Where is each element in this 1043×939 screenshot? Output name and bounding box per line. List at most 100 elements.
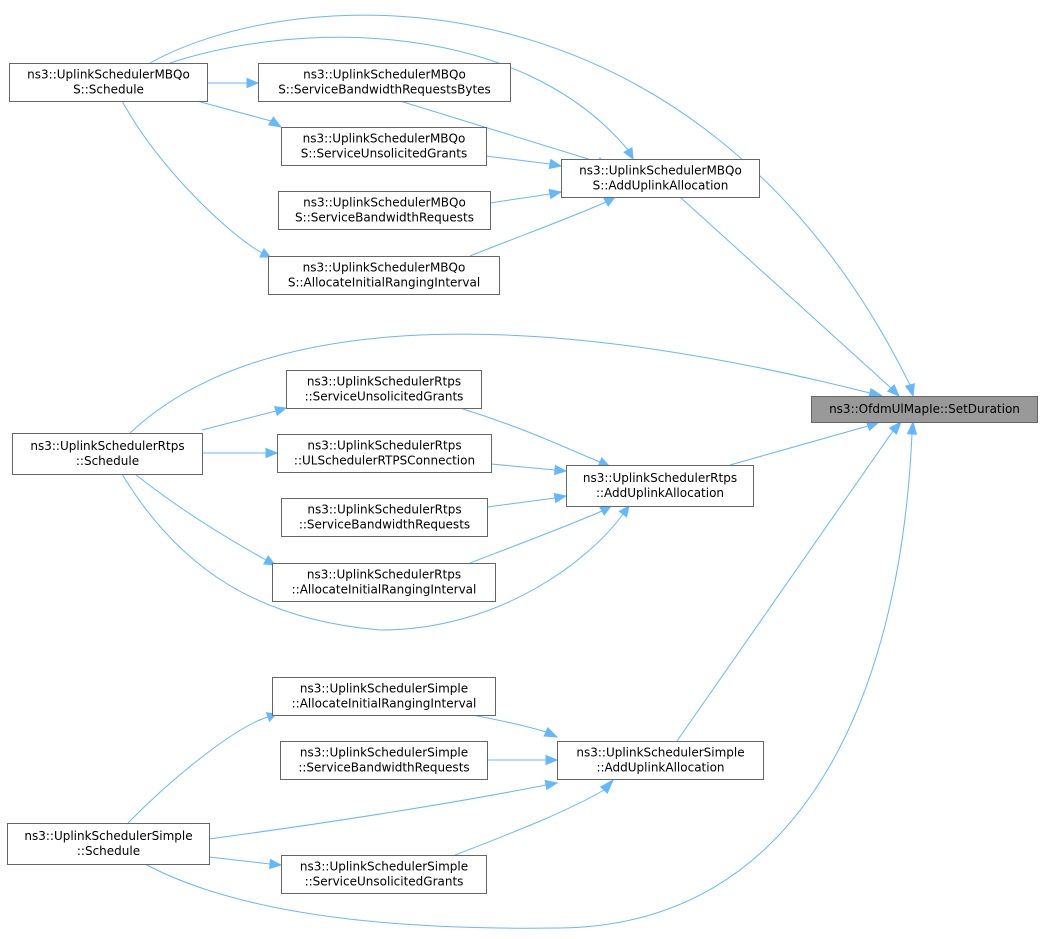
node-box [9,63,208,102]
node-rtps_aua[interactable]: ns3::UplinkSchedulerRtps::AddUplinkAlloc… [566,465,754,507]
edge-line [121,473,624,631]
node-label-line: ns3::UplinkSchedulerMBQo [303,68,466,82]
edge-arrowhead [548,188,563,200]
node-box [281,855,487,894]
edge-simple_sug-to-simple_aua [454,778,615,856]
edge-line [399,100,599,163]
node-box [557,741,764,780]
node-rtps_ulc[interactable]: ns3::UplinkSchedulerRtps::ULSchedulerRTP… [277,434,492,473]
node-rtps_sug[interactable]: ns3::UplinkSchedulerRtps::ServiceUnsolic… [286,370,482,409]
edge-arrowhead [599,505,613,516]
edge-arrowhead [904,383,915,398]
edge-arrowhead [544,779,559,791]
edge-rtps_ulc-to-rtps_aua [490,463,568,476]
edge-arrowhead [267,116,283,128]
node-label-line: ns3::UplinkSchedulerSimple [300,682,468,696]
node-simple_sug[interactable]: ns3::UplinkSchedulerSimple::ServiceUnsol… [281,855,487,894]
edge-line [486,497,556,508]
node-box [811,396,1038,423]
node-label-line: ns3::UplinkSchedulerRtps [307,439,461,453]
node-simple_aua[interactable]: ns3::UplinkSchedulerSimple::AddUplinkAll… [557,741,764,780]
node-label-line: S::ServiceUnsolicitedGrants [301,147,468,161]
edge-line [485,155,551,165]
edge-rtps_sched-to-target [129,333,884,434]
node-label-line: ns3::UplinkSchedulerMBQo [27,68,190,82]
node-box [272,563,496,602]
edge-arrowhead [548,158,563,170]
edge-rtps_airi-to-rtps_aua [469,505,613,564]
node-rtps_airi[interactable]: ns3::UplinkSchedulerRtps::AllocateInitia… [272,563,496,602]
node-box [280,741,488,780]
node-target[interactable]: ns3::OfdmUlMapIe::SetDuration [811,396,1038,423]
edge-line [129,333,871,434]
node-label-line: ::ServiceUnsolicitedGrants [305,875,464,889]
edge-arrowhead [543,727,559,738]
node-label-line: ns3::OfdmUlMapIe::SetDuration [829,402,1020,416]
node-label-line: ns3::UplinkSchedulerSimple [300,746,468,760]
edge-arrowhead [597,456,611,467]
node-box [286,370,482,409]
edge-line [121,100,263,254]
node-simple_sbr[interactable]: ns3::UplinkSchedulerSimple::ServiceBandw… [280,741,488,780]
edge-line [676,430,894,742]
edge-arrowhead [246,77,260,89]
edge-line [490,463,556,471]
node-label-line: ns3::UplinkSchedulerRtps [583,471,737,485]
node-box [272,677,496,716]
edge-arrowhead [865,421,881,432]
edge-line [459,407,601,463]
edge-arrowhead [554,464,568,476]
edge-line [454,789,605,856]
edge-mbqos_sched-to-mbqos_airi [121,100,271,258]
edge-arrowhead [906,420,918,435]
node-label-line: ::ServiceBandwidthRequests [298,761,469,775]
node-label-line: S::AddUplinkAllocation [593,179,729,193]
node-box [281,127,487,166]
node-mbqos_sug[interactable]: ns3::UplinkSchedulerMBQoS::ServiceUnsoli… [281,127,487,166]
node-mbqos_airi[interactable]: ns3::UplinkSchedulerMBQoS::AllocateIniti… [268,256,500,295]
node-box [281,498,488,537]
node-box [278,191,491,230]
node-simple_sched[interactable]: ns3::UplinkSchedulerSimple::Schedule [7,823,210,865]
node-label-line: ::AddUplinkAllocation [596,761,724,775]
node-label-line: ::AllocateInitialRangingInterval [292,583,477,597]
node-mbqos_sbr[interactable]: ns3::UplinkSchedulerMBQoS::ServiceBandwi… [278,191,491,230]
node-label-line: ::Schedule [77,844,140,858]
node-box [268,256,500,295]
node-label-line: ns3::UplinkSchedulerRtps [307,503,461,517]
node-rtps_sbr[interactable]: ns3::UplinkSchedulerRtps::ServiceBandwid… [281,498,488,537]
node-label-line: S::ServiceBandwidthRequestsBytes [278,83,491,97]
edge-line [489,193,551,204]
edge-mbqos_sched-to-mbqos_sbrb [207,77,260,89]
node-label-line: ns3::UplinkSchedulerRtps [307,375,461,389]
edge-line [729,425,869,466]
node-label-line: ::Schedule [76,454,139,468]
node-label-line: ns3::UplinkSchedulerMBQo [579,164,742,178]
node-label-line: ns3::UplinkSchedulerMBQo [303,261,466,275]
edge-simple_sbr-to-simple_aua [487,754,559,766]
edge-mbqos_sched-to-target [149,14,915,398]
node-simple_airi[interactable]: ns3::UplinkSchedulerSimple::AllocateInit… [272,677,496,716]
edge-mbqos_sched-to-mbqos_aua [169,36,634,161]
node-label-line: ns3::UplinkSchedulerSimple [576,746,744,760]
edge-arrowhead [269,858,283,870]
node-box [258,63,511,102]
edge-arrowhead [545,754,559,766]
node-label-line: S::ServiceBandwidthRequests [295,211,474,225]
edge-simple_sched-to-simple_sug [208,856,283,870]
node-label-line: ns3::UplinkSchedulerMBQo [303,132,466,146]
edge-arrowhead [274,406,288,417]
node-rtps_sched[interactable]: ns3::UplinkSchedulerRtps::Schedule [12,433,203,475]
node-mbqos_aua[interactable]: ns3::UplinkSchedulerMBQoS::AddUplinkAllo… [561,159,760,198]
node-label-line: ns3::UplinkSchedulerRtps [30,439,184,453]
node-mbqos_sbrb[interactable]: ns3::UplinkSchedulerMBQoS::ServiceBandwi… [258,63,511,102]
node-label-line: S::Schedule [73,83,144,97]
edge-simple_airi-to-simple_aua [471,714,559,738]
edge-mbqos_sug-to-mbqos_aua [485,155,563,170]
edge-mbqos_sbr-to-mbqos_aua [489,188,563,204]
edge-rtps_sched-to-rtps_aua [121,473,630,631]
edge-arrowhead [265,447,279,459]
edge-line [201,410,277,431]
